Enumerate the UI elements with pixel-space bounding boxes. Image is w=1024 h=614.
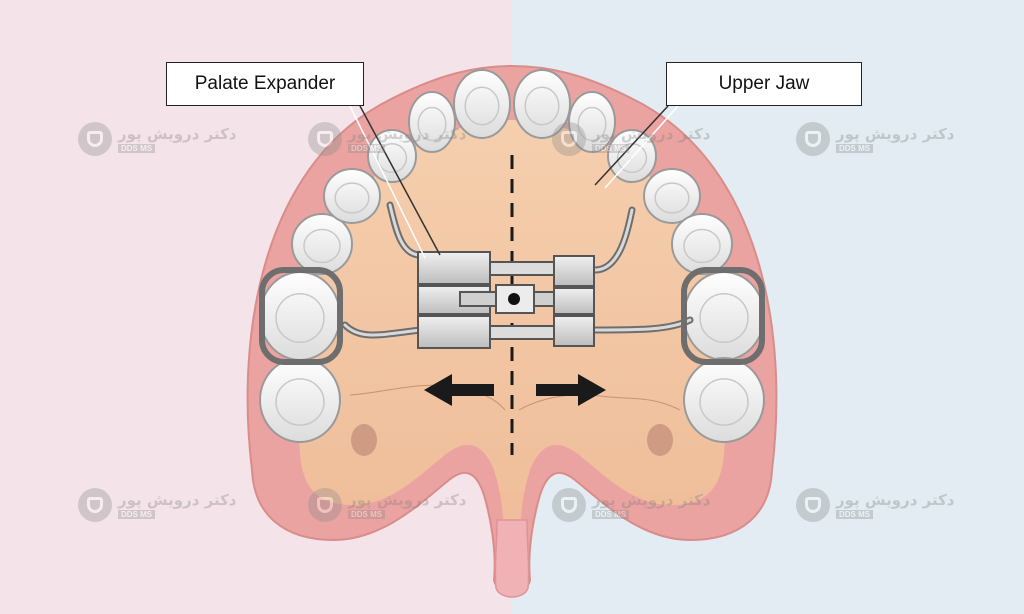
molar-tooth bbox=[259, 357, 341, 443]
tooth-surface-detail bbox=[577, 106, 607, 142]
tooth-surface-detail bbox=[275, 378, 325, 426]
upper-jaw-label: Upper Jaw bbox=[666, 62, 862, 106]
molar-band-left bbox=[259, 267, 343, 365]
incisor-tooth bbox=[568, 91, 616, 153]
watermark-sub: DDS MS bbox=[592, 144, 630, 153]
tooth-logo-icon bbox=[796, 488, 830, 522]
watermark-name: دکتر درویش پور bbox=[348, 491, 467, 509]
watermark-sub: DDS MS bbox=[836, 510, 874, 519]
watermark-sub: DDS MS bbox=[836, 144, 874, 153]
tooth-surface-detail bbox=[417, 106, 447, 142]
arrow-right-icon bbox=[536, 374, 606, 406]
tooth-surface-detail bbox=[334, 182, 370, 214]
watermark-sub: DDS MS bbox=[348, 510, 386, 519]
tooth-surface-detail bbox=[303, 228, 341, 264]
palate-expander-leader-2 bbox=[349, 105, 426, 259]
palate-expander-leader bbox=[359, 105, 441, 256]
watermark-sub: DDS MS bbox=[118, 144, 156, 153]
watermark-name: دکتر درویش پور bbox=[348, 125, 467, 143]
watermark-name: دکتر درویش پور bbox=[592, 125, 711, 143]
incisor-tooth bbox=[513, 69, 571, 139]
watermark-name: دکتر درویش پور bbox=[836, 125, 955, 143]
uvula bbox=[494, 519, 530, 598]
tooth-logo-icon bbox=[308, 122, 342, 156]
tooth-surface-detail bbox=[699, 293, 749, 343]
watermark-sub: DDS MS bbox=[348, 144, 386, 153]
watermark-name: دکتر درویش پور bbox=[118, 491, 237, 509]
palate-expander-label: Palate Expander bbox=[166, 62, 364, 106]
upper-jaw-leader-2 bbox=[604, 105, 679, 189]
premolar-tooth bbox=[671, 213, 733, 275]
premolar-tooth bbox=[323, 168, 381, 224]
tooth-logo-icon bbox=[552, 488, 586, 522]
tooth-logo-icon bbox=[796, 122, 830, 156]
watermark-sub: DDS MS bbox=[118, 510, 156, 519]
tooth-surface-detail bbox=[275, 293, 325, 343]
palate-crease-right bbox=[518, 394, 681, 411]
tooth-logo-icon bbox=[552, 122, 586, 156]
tooth-logo-icon bbox=[78, 488, 112, 522]
watermark-name: دکتر درویش پور bbox=[836, 491, 955, 509]
upper-jaw-leader bbox=[594, 105, 669, 186]
tooth-surface-detail bbox=[376, 142, 408, 174]
watermark-sub: DDS MS bbox=[592, 510, 630, 519]
tooth-surface-detail bbox=[524, 86, 560, 126]
molar-tooth bbox=[683, 357, 765, 443]
canine-tooth bbox=[607, 129, 657, 183]
tooth-logo-icon bbox=[78, 122, 112, 156]
teeth-group bbox=[259, 69, 765, 443]
palate-expander-device bbox=[417, 251, 595, 349]
tooth-surface-detail bbox=[683, 228, 721, 264]
watermark-name: دکتر درویش پور bbox=[118, 125, 237, 143]
tooth-surface-detail bbox=[464, 86, 500, 126]
premolar-tooth bbox=[291, 213, 353, 275]
molar-tooth bbox=[683, 271, 765, 361]
incisor-tooth bbox=[408, 91, 456, 153]
tooth-surface-detail bbox=[699, 378, 749, 426]
incisor-tooth bbox=[453, 69, 511, 139]
molar-tooth bbox=[259, 271, 341, 361]
tooth-surface-detail bbox=[616, 142, 648, 174]
premolar-tooth bbox=[643, 168, 701, 224]
tooth-logo-icon bbox=[308, 488, 342, 522]
molar-band-right bbox=[681, 267, 765, 365]
arrow-left-icon bbox=[424, 374, 494, 406]
watermark-name: دکتر درویش پور bbox=[592, 491, 711, 509]
fovea-left bbox=[351, 424, 377, 456]
tooth-surface-detail bbox=[654, 182, 690, 214]
fovea-right bbox=[647, 424, 673, 456]
